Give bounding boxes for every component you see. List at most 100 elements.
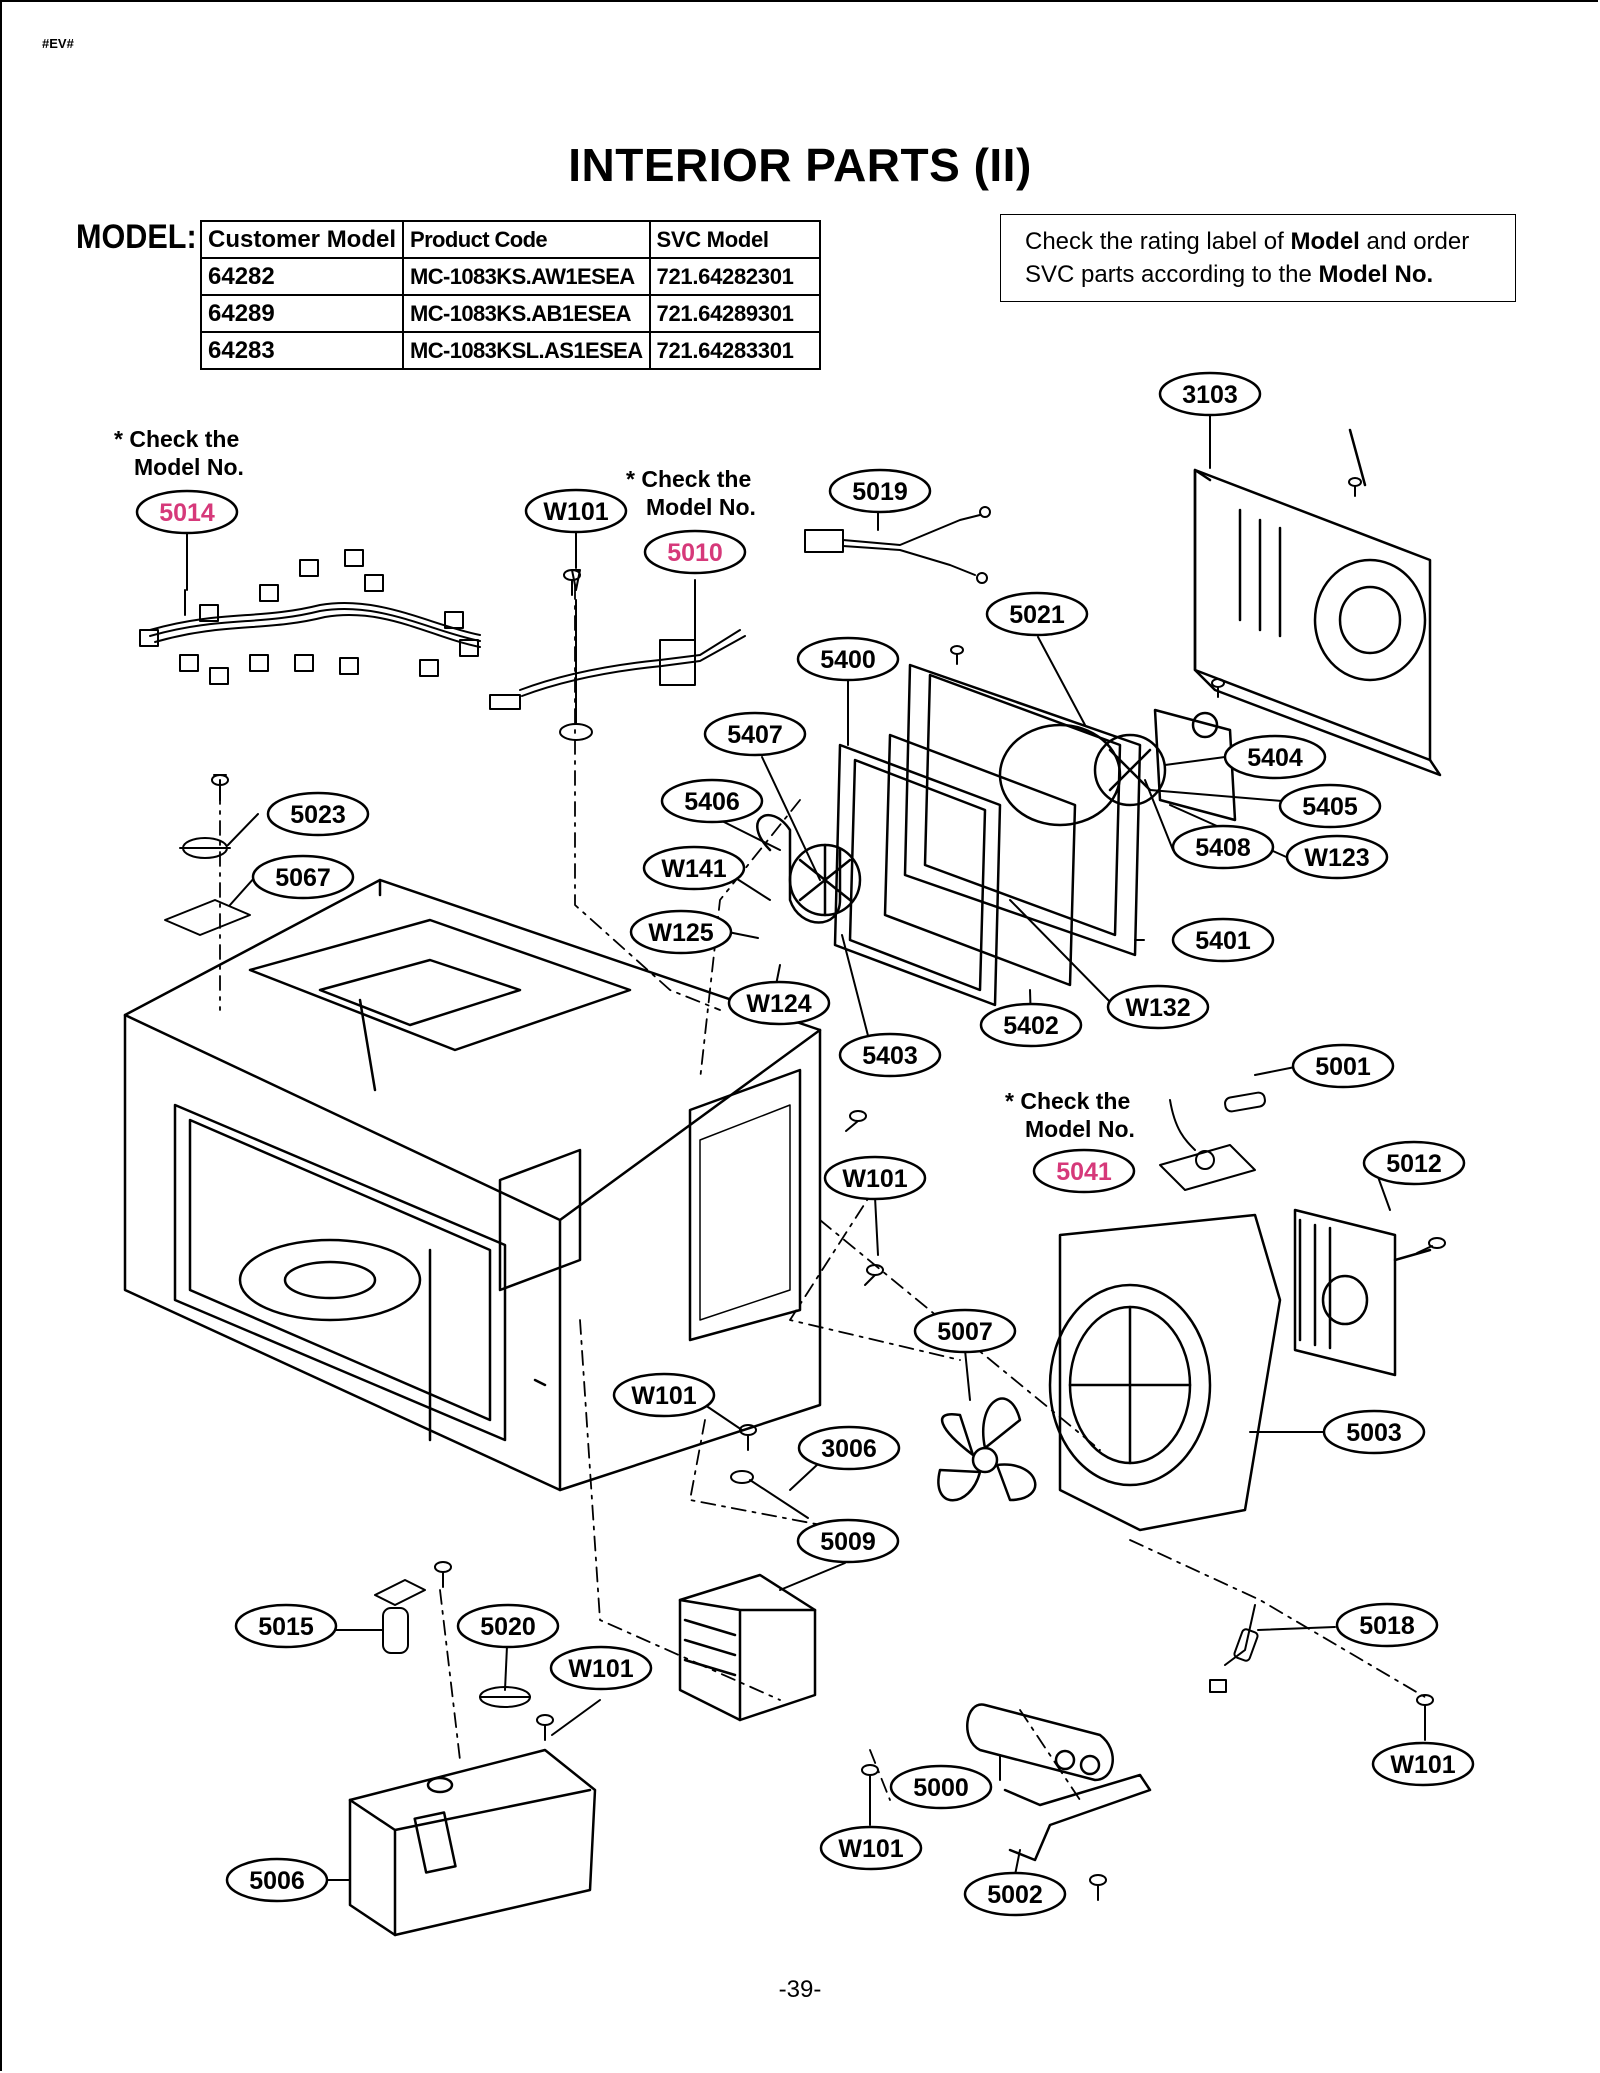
svg-text:5023: 5023 <box>290 801 346 829</box>
capacitor-illustration <box>966 1703 1114 1782</box>
svg-text:5000: 5000 <box>913 1774 969 1802</box>
svg-text:5019: 5019 <box>852 478 908 506</box>
svg-text:3103: 3103 <box>1182 381 1238 409</box>
screw-icon <box>739 1424 757 1451</box>
check-model-note: * Check the Model No. <box>626 465 756 521</box>
part-label-3103: 3103 <box>1158 371 1262 417</box>
notice-text: and order SVC parts according to the <box>1025 228 1470 288</box>
thermostat-5023-illustration <box>179 774 231 859</box>
part-label-W141: W141 <box>642 845 746 891</box>
screw-icon <box>950 645 964 665</box>
part-label-W101: W101 <box>524 488 628 534</box>
part-label-W101: W101 <box>819 1825 923 1871</box>
part-label-5010: 5010 <box>643 529 747 575</box>
svg-text:5403: 5403 <box>862 1042 918 1070</box>
part-label-W125: W125 <box>629 909 733 955</box>
svg-text:5402: 5402 <box>1003 1012 1059 1040</box>
rating-label-notice: Check the rating label of Model and orde… <box>1000 214 1516 302</box>
fuse-illustration <box>1224 1091 1266 1113</box>
screw-icon <box>1416 1237 1446 1254</box>
page-number: -39- <box>778 1976 822 2003</box>
part-label-W101: W101 <box>823 1155 927 1201</box>
leader-lines <box>186 412 1426 1881</box>
svg-text:5012: 5012 <box>1386 1150 1442 1178</box>
notice-bold: Model No. <box>1318 261 1434 288</box>
svg-text:W101: W101 <box>543 498 608 526</box>
heater-element-illustration <box>756 813 862 924</box>
part-label-5018: 5018 <box>1335 1602 1439 1648</box>
back-cover-illustration <box>1193 428 1442 777</box>
thermistor-5015-illustration <box>374 1579 426 1654</box>
part-label-5400: 5400 <box>796 636 900 682</box>
part-label-5009: 5009 <box>796 1518 900 1564</box>
column-header: Product Code <box>402 220 651 259</box>
screw-icon <box>1089 1874 1107 1901</box>
fan-blade-5007-illustration <box>937 1397 1037 1502</box>
screw-icons <box>211 477 1446 1901</box>
table-cell: 64283 <box>199 331 405 370</box>
thermal-wire-illustration <box>804 506 991 584</box>
part-label-5002: 5002 <box>963 1871 1067 1917</box>
check-note-line: Model No. <box>646 494 756 520</box>
svg-text:W141: W141 <box>661 855 726 883</box>
part-label-5407: 5407 <box>703 711 807 757</box>
svg-text:5009: 5009 <box>820 1528 876 1556</box>
table-row: 64283 MC-1083KSL.AS1ESEA 721.64283301 <box>199 331 821 370</box>
page-title: INTERIOR PARTS (II) <box>568 139 1032 191</box>
part-label-5000: 5000 <box>889 1764 993 1810</box>
svg-text:5400: 5400 <box>820 646 876 674</box>
table-cell: 64282 <box>199 257 405 296</box>
svg-text:W123: W123 <box>1304 844 1369 872</box>
part-label-W101: W101 <box>549 1645 653 1691</box>
check-note-line: * Check the <box>1005 1088 1131 1114</box>
part-label-5067: 5067 <box>251 854 355 900</box>
control-box-illustration <box>348 1748 597 1937</box>
part-label-5023: 5023 <box>266 791 370 837</box>
screw-icon <box>845 1110 867 1132</box>
table-cell: 721.64283301 <box>648 331 821 370</box>
screw-icon <box>864 1264 884 1286</box>
model-label: MODEL: <box>76 218 197 256</box>
part-label-5001: 5001 <box>1291 1043 1395 1089</box>
choke-coil-illustration <box>730 1470 809 1519</box>
table-header-row: Customer Model Product Code SVC Model <box>199 220 821 259</box>
svg-text:5015: 5015 <box>258 1613 314 1641</box>
heater-housing-illustration <box>833 663 1142 1007</box>
svg-text:W124: W124 <box>746 990 811 1018</box>
check-note-line: Model No. <box>134 454 244 480</box>
table-row: 64289 MC-1083KS.AB1ESEA 721.64289301 <box>199 294 821 333</box>
svg-text:W101: W101 <box>842 1165 907 1193</box>
table-cell: MC-1083KSL.AS1ESEA <box>402 331 651 370</box>
svg-text:5002: 5002 <box>987 1881 1043 1909</box>
part-label-5007: 5007 <box>913 1308 1017 1354</box>
svg-text:5408: 5408 <box>1195 834 1251 862</box>
svg-text:5001: 5001 <box>1315 1053 1371 1081</box>
part-label-W101: W101 <box>1371 1741 1475 1787</box>
part-label-5003: 5003 <box>1322 1409 1426 1455</box>
table-cell: MC-1083KS.AB1ESEA <box>402 294 651 333</box>
noise-filter-board-illustration <box>1159 1099 1256 1191</box>
table-cell: 721.64282301 <box>648 257 821 296</box>
svg-text:5404: 5404 <box>1247 744 1303 772</box>
svg-text:5406: 5406 <box>684 788 740 816</box>
svg-text:5003: 5003 <box>1346 1419 1402 1447</box>
check-model-note: * Check the Model No. <box>1005 1087 1135 1143</box>
check-model-note: * Check the Model No. <box>114 425 244 481</box>
table-cell: 721.64289301 <box>648 294 821 333</box>
screw-icon <box>536 1714 554 1741</box>
svg-text:5010: 5010 <box>667 539 723 567</box>
oven-cavity-illustration <box>123 878 822 1492</box>
screw-icon <box>1416 1694 1434 1721</box>
table-cell: MC-1083KS.AW1ESEA <box>402 257 651 296</box>
part-label-5405: 5405 <box>1278 783 1382 829</box>
check-note-line: * Check the <box>114 426 240 452</box>
part-label-5403: 5403 <box>838 1032 942 1078</box>
part-label-W123: W123 <box>1285 834 1389 880</box>
notice-text: Check the rating label of <box>1025 228 1291 255</box>
part-label-W132: W132 <box>1106 984 1210 1030</box>
part-label-5015: 5015 <box>234 1603 338 1649</box>
page-code: #EV# <box>42 36 74 51</box>
svg-text:W101: W101 <box>1390 1751 1455 1779</box>
